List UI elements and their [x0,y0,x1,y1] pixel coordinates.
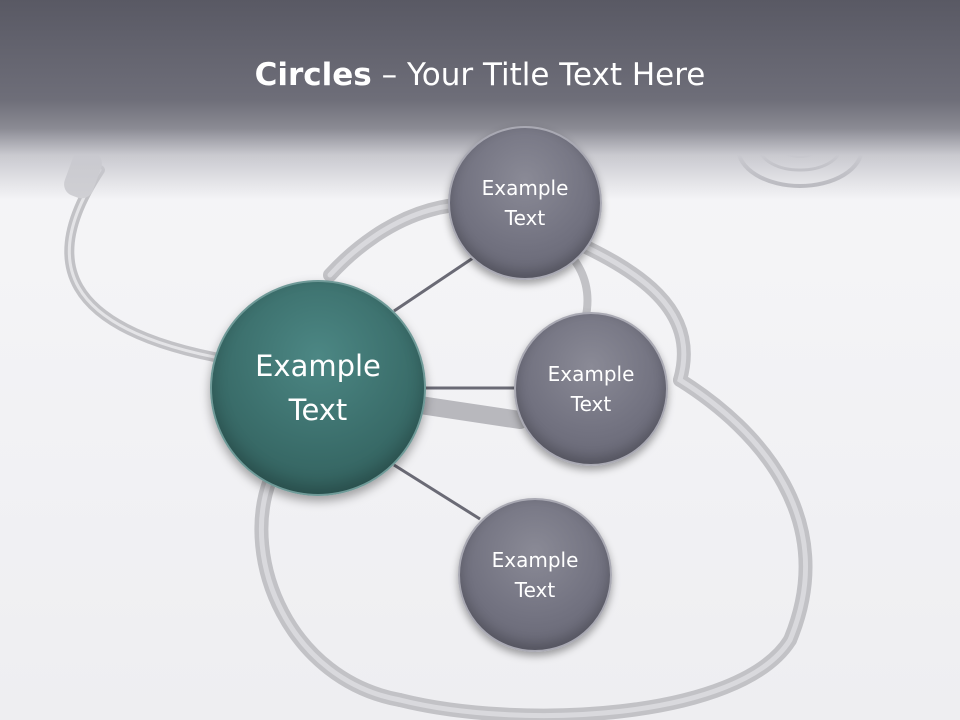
satellite-circle-top-label: Example Text [481,176,569,230]
connector-line-top [393,256,474,313]
slide-title-rest: – Your Title Text Here [371,57,706,93]
satellite-circle-bottom: Example Text [458,498,612,652]
satellite-circle-bottom-label: Example Text [491,548,579,602]
satellite-circle-middle-label: Example Text [547,362,635,416]
slide-title-bold: Circles [254,57,372,93]
slide-title: Circles – Your Title Text Here [0,52,960,98]
center-circle-label: Example Text [255,349,381,427]
satellite-circle-top: Example Text [448,126,602,280]
connector-line-bottom [393,463,481,521]
satellite-circle-middle: Example Text [514,312,668,466]
center-circle: Example Text [210,280,426,496]
